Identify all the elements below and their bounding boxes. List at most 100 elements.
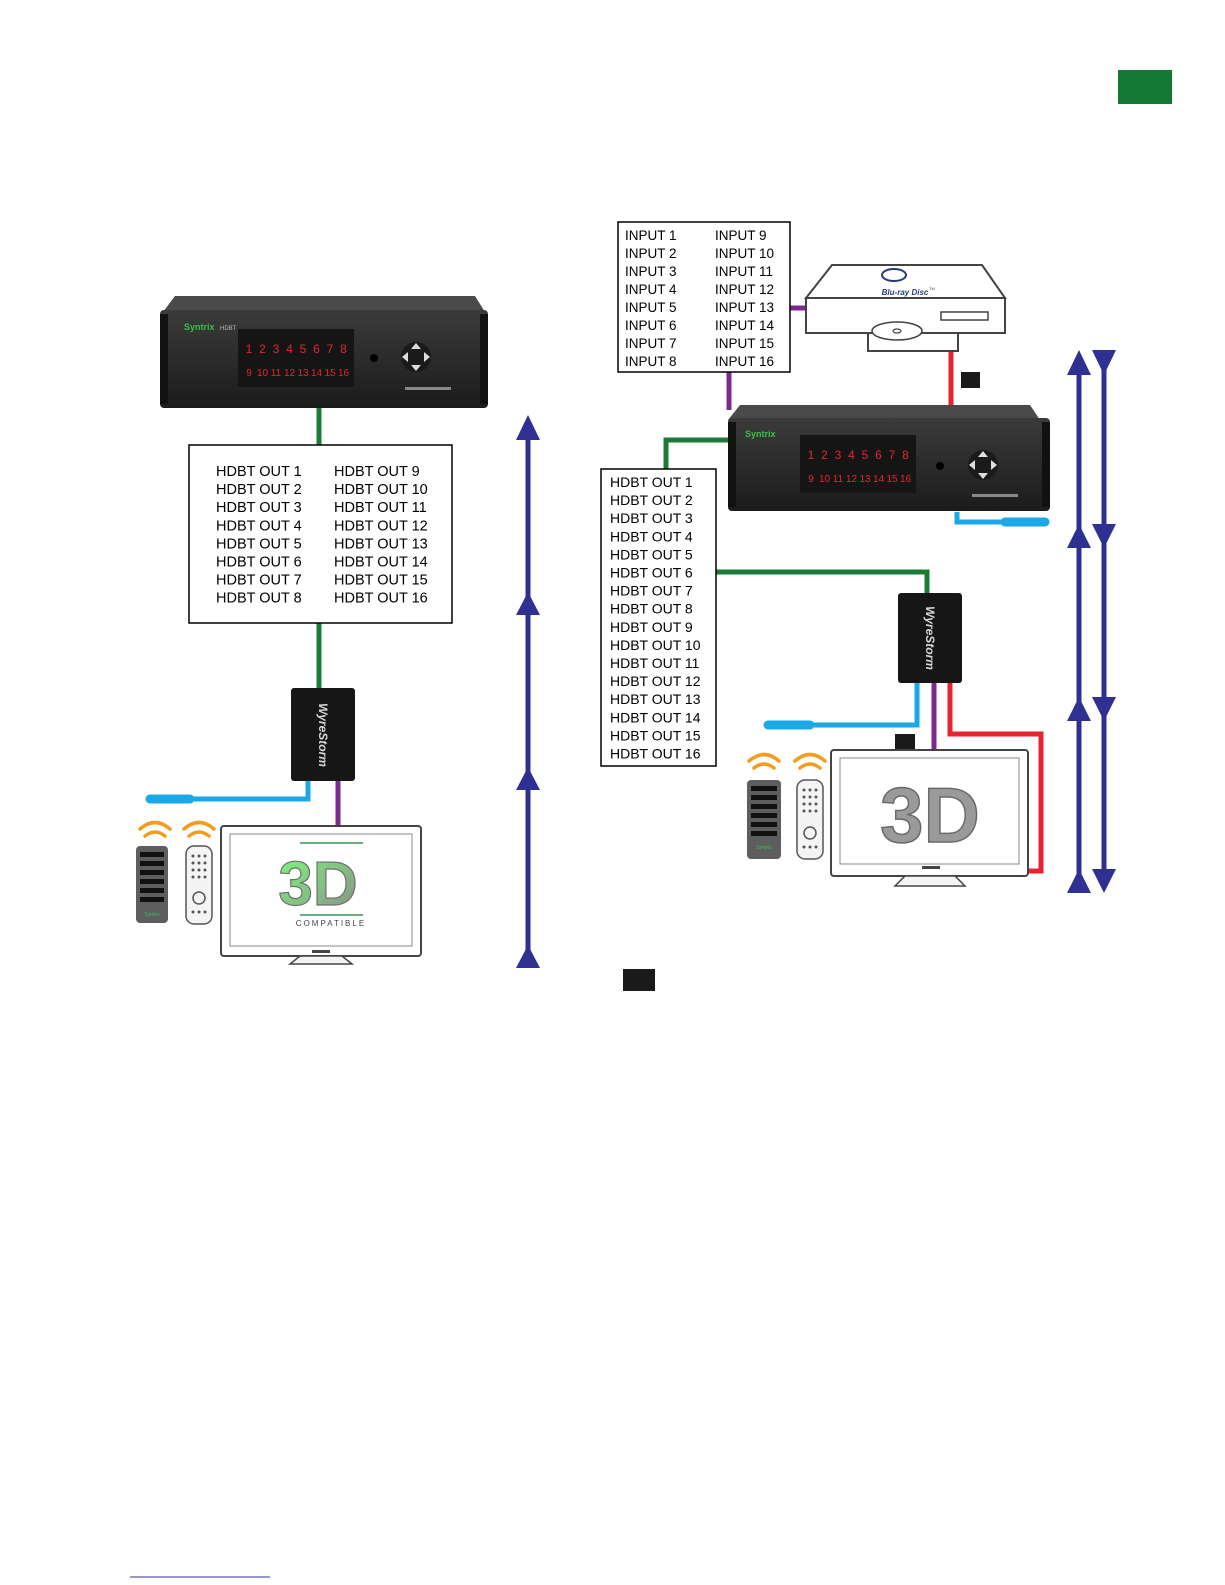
left-output-label: HDBT OUT 1 [216, 464, 302, 480]
right-output-label: HDBT OUT 15 [610, 727, 701, 743]
led-digit: 14 [873, 474, 885, 485]
led-digit: 2 [259, 342, 266, 356]
right-input-label: INPUT 7 [625, 336, 677, 351]
right-green-cable-inputs [663, 437, 728, 470]
right-label-square-a [961, 372, 980, 388]
led-digit: 11 [833, 474, 844, 485]
right-distance-arrows [1067, 350, 1116, 893]
left-output-label: HDBT OUT 9 [334, 464, 420, 480]
right-receiver-brand: WyreStorm [923, 606, 937, 670]
led-digit: 5 [300, 342, 307, 356]
right-output-label: HDBT OUT 16 [610, 746, 701, 762]
led-digit: 4 [286, 342, 293, 356]
led-digit: 15 [324, 368, 336, 379]
led-digit: 3 [273, 342, 280, 356]
led-digit: 12 [846, 474, 858, 485]
left-output-label: HDBT OUT 3 [216, 500, 302, 516]
left-outputs-col2: HDBT OUT 9 HDBT OUT 10 HDBT OUT 11 HDBT OUT… [334, 464, 428, 607]
left-output-label: HDBT OUT 11 [334, 500, 427, 516]
led-digit: 1 [808, 448, 815, 462]
right-label-square-b [895, 734, 915, 750]
right-remote-brand: Syntrix [756, 845, 772, 851]
right-input-label: INPUT 8 [625, 354, 677, 369]
left-receiver: WyreStorm [291, 688, 355, 781]
left-output-label: HDBT OUT 10 [334, 482, 428, 498]
right-output-label: HDBT OUT 10 [610, 637, 701, 653]
right-output-label: HDBT OUT 13 [610, 691, 701, 707]
led-digit: 6 [313, 342, 320, 356]
led-digit: 16 [900, 474, 912, 485]
right-output-label: HDBT OUT 2 [610, 492, 693, 508]
right-handheld-remote [796, 779, 824, 860]
led-digit: 13 [859, 474, 871, 485]
right-blue-cable-matrix [954, 512, 1010, 525]
right-nav-pad [968, 450, 998, 480]
right-bluray-logo: Blu-ray Disc [882, 288, 929, 297]
bluray-logo-icon [881, 268, 907, 282]
right-matrix-logo: Syntrix [745, 429, 776, 439]
right-outputs-box [600, 468, 717, 767]
right-input-label: INPUT 11 [715, 264, 773, 279]
led-digit: 5 [862, 448, 869, 462]
right-input-label: INPUT 9 [715, 228, 767, 243]
led-digit: 2 [821, 448, 828, 462]
right-input-label: INPUT 3 [625, 264, 677, 279]
right-output-label: HDBT OUT 11 [610, 655, 700, 671]
right-blue-cable-receiver [808, 683, 920, 728]
left-output-label: HDBT OUT 16 [334, 591, 428, 607]
left-tv: 3D COMPATIBLE [220, 825, 422, 965]
left-output-label: HDBT OUT 6 [216, 555, 302, 571]
corner-badge [1118, 70, 1172, 104]
left-distance-arrows [516, 415, 540, 968]
right-output-label: HDBT OUT 9 [610, 619, 693, 635]
left-tv-3d-logo: 3D [278, 850, 357, 919]
right-tv-3d-logo: 3D [880, 771, 980, 859]
led-digit: 16 [338, 368, 350, 379]
led-digit: 10 [257, 368, 269, 379]
right-ir-window [936, 462, 944, 470]
led-digit: 9 [246, 368, 252, 379]
right-input-label: INPUT 4 [625, 282, 677, 297]
right-input-label: INPUT 16 [715, 354, 774, 369]
right-outputs-col: HDBT OUT 1 HDBT OUT 2 HDBT OUT 3 HDBT OUT 4… [610, 474, 701, 762]
right-output-label: HDBT OUT 3 [610, 510, 693, 526]
left-output-label: HDBT OUT 13 [334, 536, 428, 552]
right-input-label: INPUT 5 [625, 300, 677, 315]
left-handheld-remote [185, 845, 213, 925]
left-output-label: HDBT OUT 5 [216, 536, 302, 552]
led-digit: 10 [819, 474, 831, 485]
right-output-label: HDBT OUT 7 [610, 583, 693, 599]
right-output-label: HDBT OUT 4 [610, 528, 693, 544]
right-tv: 3D [830, 749, 1029, 887]
left-matrix-model: HDBT [220, 326, 237, 332]
left-keypad-remote: Syntrix [136, 846, 168, 923]
led-digit: 7 [889, 448, 896, 462]
led-digit: 13 [297, 368, 309, 379]
right-receiver: WyreStorm [898, 593, 962, 683]
left-output-label: HDBT OUT 7 [216, 573, 302, 589]
right-output-label: HDBT OUT 1 [610, 474, 693, 490]
right-input-label: INPUT 14 [715, 318, 775, 333]
right-bluray-player: Blu-ray Disc TM [803, 264, 1007, 352]
right-label-square-c [623, 969, 655, 991]
left-output-label: HDBT OUT 12 [334, 518, 428, 534]
left-output-label: HDBT OUT 8 [216, 591, 302, 607]
left-ir-waves [138, 820, 216, 838]
left-matrix-logo: Syntrix [184, 322, 215, 332]
left-output-label: HDBT OUT 15 [334, 573, 428, 589]
right-input-label: INPUT 1 [625, 228, 677, 243]
right-output-label: HDBT OUT 12 [610, 673, 701, 689]
right-input-label: INPUT 6 [625, 318, 677, 333]
led-digit: 8 [340, 342, 347, 356]
right-keypad-remote: Syntrix [747, 780, 781, 859]
led-digit: 11 [271, 368, 282, 379]
right-output-label: HDBT OUT 14 [610, 709, 701, 725]
